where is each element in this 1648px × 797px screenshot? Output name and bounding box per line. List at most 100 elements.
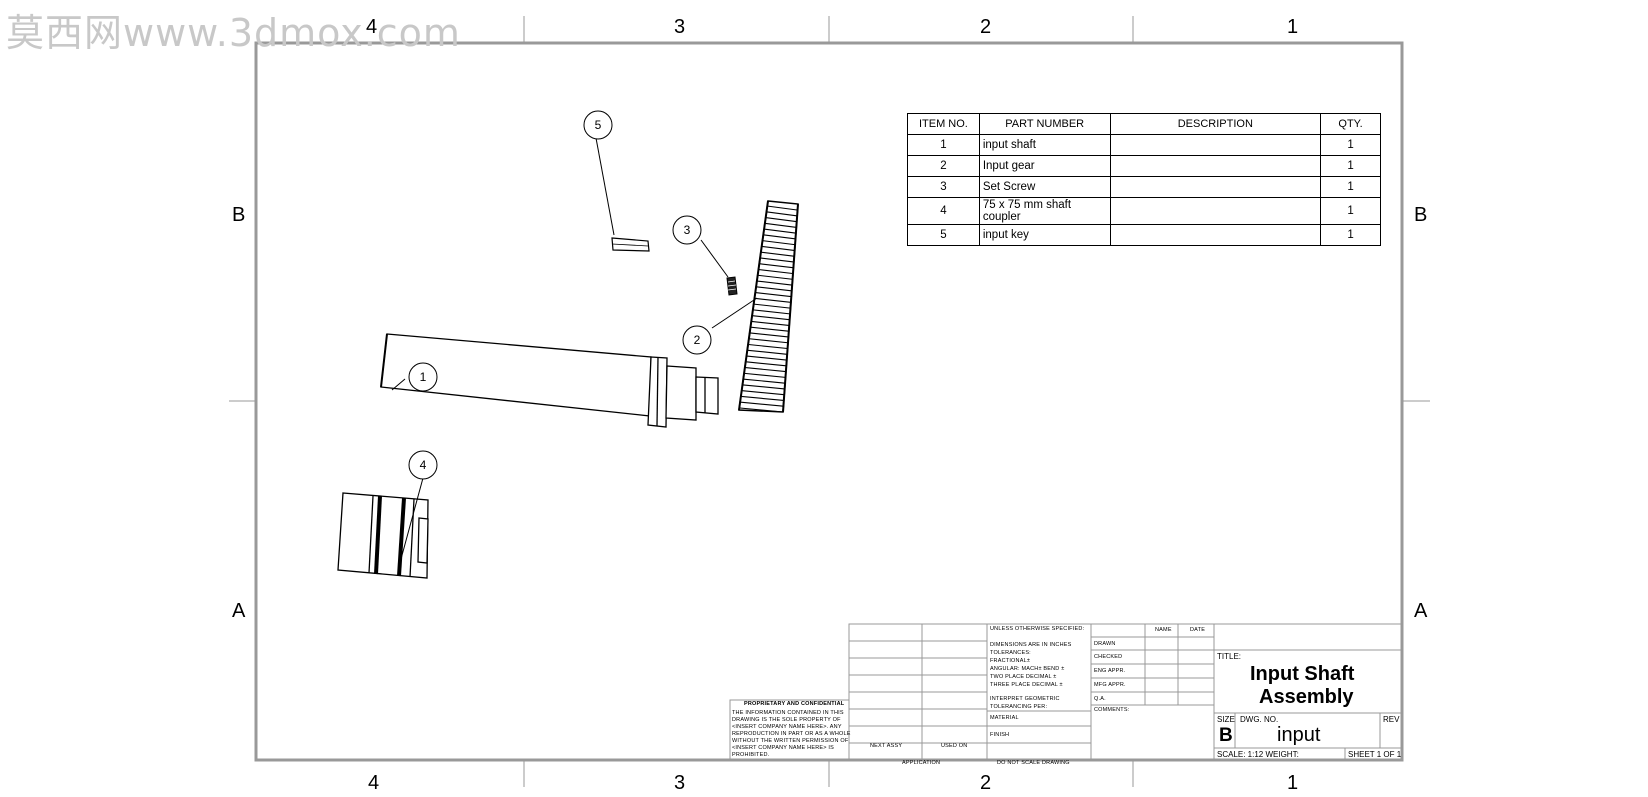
proprietary-line: <INSERT COMPANY NAME HERE> IS (732, 745, 834, 751)
sheet-count: SHEET 1 OF 1 (1348, 750, 1402, 759)
bom-description (1109, 196, 1322, 226)
application-label: APPLICATION (902, 760, 941, 766)
balloon-label: 5 (595, 118, 602, 132)
part-set-screw (726, 276, 738, 296)
dims-line: TWO PLACE DECIMAL ± (990, 674, 1057, 680)
dims-line: TOLERANCES: (990, 650, 1031, 656)
bom-header-description: DESCRIPTION (1109, 113, 1322, 135)
next-assy-label: NEXT ASSY (870, 743, 903, 749)
bom-item-no: 5 (907, 224, 980, 247)
bom-part-number: 75 x 75 mm shaft coupler (978, 196, 1111, 226)
zone-label-bottom: 4 (368, 772, 380, 794)
interpret-line: TOLERANCING PER: (990, 704, 1048, 710)
proprietary-line: THE INFORMATION CONTAINED IN THIS (732, 710, 844, 716)
bom-description (1109, 134, 1322, 156)
bom-header-qty: QTY. (1320, 113, 1381, 135)
bom-header-row: ITEM NO. PART NUMBER DESCRIPTION QTY. (907, 113, 1381, 135)
drawing-title-line1: Input Shaft (1250, 663, 1355, 685)
used-on-label: USED ON (941, 743, 968, 749)
balloon-3[interactable] (672, 215, 702, 245)
balloon-label: 1 (420, 370, 427, 384)
drawing-title-line2: Assembly (1259, 686, 1354, 708)
part-input-key (611, 237, 650, 252)
dims-line: DIMENSIONS ARE IN INCHES (990, 642, 1072, 648)
scale-weight: SCALE: 1:12 WEIGHT: (1217, 750, 1299, 759)
bom-item-no: 2 (907, 155, 980, 177)
bom-part-number: Set Screw (978, 176, 1111, 198)
zone-label-left: B (232, 204, 246, 226)
table-row[interactable]: 4 75 x 75 mm shaft coupler 1 (907, 196, 1381, 226)
balloon-5[interactable] (583, 110, 613, 140)
interpret-line: INTERPRET GEOMETRIC (990, 696, 1060, 702)
title-block-grid (729, 623, 1403, 761)
part-input-shaft (380, 333, 719, 428)
zone-label-bottom: 2 (980, 772, 992, 794)
bom-description (1109, 176, 1322, 198)
unless-specified-label: UNLESS OTHERWISE SPECIFIED: (990, 626, 1085, 632)
do-not-scale-label: DO NOT SCALE DRAWING (997, 760, 1070, 766)
sheet-size-value: B (1219, 725, 1233, 746)
balloon-2[interactable] (682, 325, 712, 355)
zone-ticks (229, 16, 1430, 787)
zone-label-top: 3 (674, 16, 686, 38)
dwg-no-label: DWG. NO. (1240, 715, 1279, 724)
bom-item-no: 3 (907, 176, 980, 198)
role-qa: Q.A. (1094, 696, 1106, 702)
dims-line: ANGULAR: MACH± BEND ± (990, 666, 1065, 672)
title-label: TITLE: (1217, 652, 1242, 661)
balloon-labels: 1 2 3 4 5 (420, 118, 701, 472)
bom-qty: 1 (1320, 134, 1381, 156)
part-input-gear (738, 200, 799, 413)
role-mfg-appr: MFG APPR. (1094, 682, 1126, 688)
zone-label-right: A (1414, 600, 1428, 622)
bom-item-no: 1 (907, 134, 980, 156)
balloon-label: 4 (420, 458, 427, 472)
rev-label: REV (1383, 715, 1400, 724)
date-column-label: DATE (1190, 627, 1206, 633)
table-row[interactable]: 2 Input gear 1 (907, 155, 1381, 177)
bom-qty: 1 (1320, 196, 1381, 226)
proprietary-heading: PROPRIETARY AND CONFIDENTIAL (744, 701, 845, 707)
zone-label-top: 1 (1287, 16, 1299, 38)
proprietary-line: REPRODUCTION IN PART OR AS A WHOLE (732, 731, 851, 737)
comments-label: COMMENTS: (1094, 707, 1130, 713)
proprietary-line: DRAWING IS THE SOLE PROPERTY OF (732, 717, 841, 723)
zone-label-right: B (1414, 204, 1428, 226)
table-row[interactable]: 3 Set Screw 1 (907, 176, 1381, 198)
zone-label-top: 2 (980, 16, 992, 38)
part-shaft-coupler (337, 492, 429, 579)
bom-qty: 1 (1320, 176, 1381, 198)
bom-description (1109, 155, 1322, 177)
proprietary-line: PROHIBITED. (732, 752, 770, 758)
balloon-leaders (391, 137, 758, 571)
bom-part-number: input shaft (978, 134, 1111, 156)
bom-item-no: 4 (907, 196, 980, 226)
role-drawn: DRAWN (1094, 641, 1116, 647)
bom-qty: 1 (1320, 155, 1381, 177)
balloon-4[interactable] (408, 450, 438, 480)
table-row[interactable]: 5 input key 1 (907, 224, 1381, 247)
bom-description (1109, 224, 1322, 247)
bom-part-number: Input gear (978, 155, 1111, 177)
bill-of-materials-table: ITEM NO. PART NUMBER DESCRIPTION QTY. 1 … (907, 113, 1381, 247)
name-column-label: NAME (1155, 627, 1172, 633)
watermark: 莫西网www.3dmox.com (6, 11, 461, 55)
zone-label-left: A (232, 600, 246, 622)
role-eng-appr: ENG APPR. (1094, 668, 1126, 674)
dims-line: FRACTIONAL± (990, 658, 1031, 664)
table-row[interactable]: 1 input shaft 1 (907, 134, 1381, 156)
finish-label: FINISH (990, 732, 1010, 738)
material-label: MATERIAL (990, 715, 1019, 721)
drawing-number: input (1277, 724, 1321, 746)
size-label: SIZE (1217, 715, 1235, 724)
bom-header-part: PART NUMBER (978, 113, 1111, 135)
bom-header-item: ITEM NO. (907, 113, 980, 135)
balloon-1[interactable] (408, 362, 438, 392)
bom-part-number: input key (978, 224, 1111, 247)
zone-label-top: 4 (366, 16, 378, 38)
balloon-label: 2 (694, 333, 701, 347)
zone-label-bottom: 1 (1287, 772, 1299, 794)
proprietary-line: WITHOUT THE WRITTEN PERMISSION OF (732, 738, 849, 744)
